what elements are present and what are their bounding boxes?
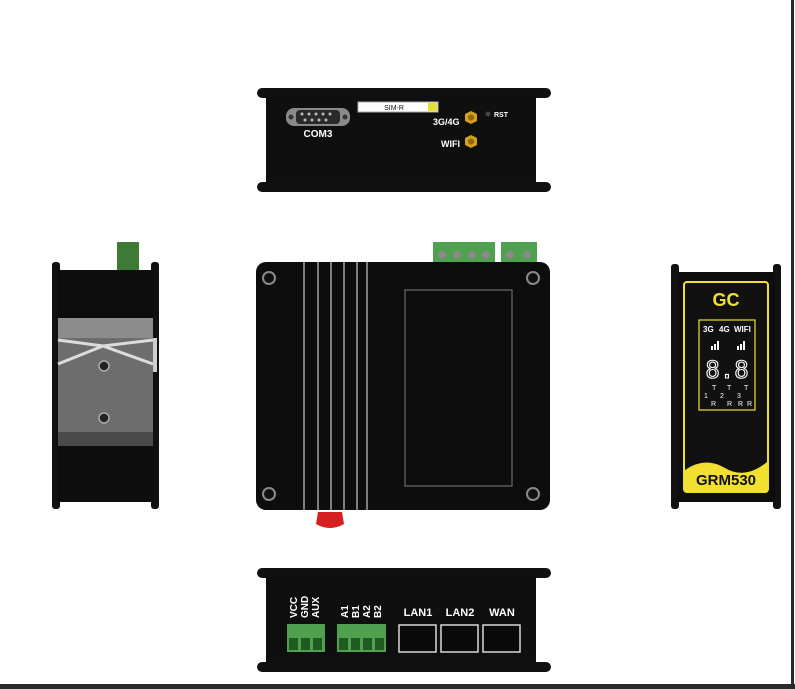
pin-label-a2: A2 (362, 605, 373, 618)
main-device-view (256, 242, 550, 528)
front-label-view: GC 3G 4G WIFI 8.8 T T T 1 2 3 R R R R GR… (671, 264, 781, 509)
label-wave-decoration (685, 462, 767, 491)
lan1-label: LAN1 (404, 607, 433, 619)
pin-label-b2: B2 (373, 605, 384, 618)
model-label: GRM530 (696, 472, 756, 489)
rst-button[interactable] (485, 111, 491, 117)
sim-label: SIM-R (384, 105, 404, 112)
pin-label-b1: B1 (351, 605, 362, 618)
brand-label: GC (713, 290, 740, 310)
bottom-panel-view: VCC GND AUX A1 B1 A2 B2 LAN1 LAN2 WAN (257, 568, 551, 672)
com3-label: COM3 (304, 129, 333, 140)
wifi-antenna-connector[interactable] (465, 135, 477, 148)
screw-icon (98, 360, 110, 372)
lte-antenna-connector[interactable] (465, 111, 477, 124)
sim-slot[interactable] (357, 101, 439, 113)
lan2-port[interactable] (440, 624, 479, 653)
heatsink-fins (303, 262, 368, 510)
pin-label-a1: A1 (340, 605, 351, 618)
led-t2: T (727, 385, 732, 392)
frame-right-border (791, 0, 794, 689)
screw-icon (98, 412, 110, 424)
signal-label-3g: 3G (703, 325, 714, 334)
power-terminal-block (117, 242, 139, 272)
led-r3: R (738, 401, 743, 408)
label-recess (404, 289, 513, 487)
signal-label-4g: 4G (719, 325, 730, 334)
serial-terminal[interactable] (337, 624, 386, 652)
wan-port[interactable] (482, 624, 521, 653)
antenna-base-icon (316, 512, 344, 528)
rst-label: RST (494, 112, 509, 119)
led-n2: 2 (720, 393, 724, 400)
led-t1: T (712, 385, 717, 392)
mount-holes (262, 271, 540, 501)
device-enclosure (256, 262, 550, 510)
led-n3: 3 (737, 393, 741, 400)
lte-antenna-label: 3G/4G (433, 117, 460, 127)
left-side-view (52, 242, 159, 509)
led-r1: R (711, 401, 716, 408)
status-display (698, 319, 756, 411)
top-terminal-blocks (433, 242, 537, 262)
din-rail-clip (57, 318, 157, 446)
pin-label-vcc: VCC (289, 597, 300, 618)
frame-bottom-border (0, 684, 795, 689)
led-n1: 1 (704, 393, 708, 400)
led-t3: T (744, 385, 749, 392)
led-r2: R (727, 401, 732, 408)
signal-bars-icon (711, 341, 745, 350)
pin-label-aux: AUX (311, 597, 322, 618)
signal-label-wifi: WIFI (734, 325, 751, 334)
lan1-port[interactable] (398, 624, 437, 653)
com3-port[interactable] (286, 108, 350, 126)
pin-label-gnd: GND (300, 596, 311, 618)
lan2-label: LAN2 (446, 607, 475, 619)
seven-segment-display: 8.8 (705, 356, 748, 384)
wifi-antenna-label: WIFI (441, 139, 460, 149)
wan-label: WAN (489, 607, 515, 619)
led-r4: R (747, 401, 752, 408)
power-terminal[interactable] (287, 624, 325, 652)
top-panel-view: COM3 SIM-R 3G/4G RST WIFI (257, 88, 551, 192)
